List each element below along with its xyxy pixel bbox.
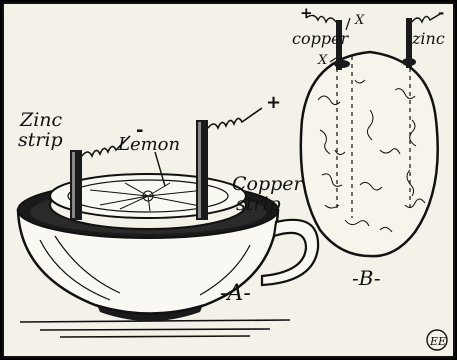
caption-a: -A- (220, 281, 251, 306)
lemon-label: Lemon (117, 134, 180, 155)
zinc-label-line2: strip (18, 129, 63, 151)
b-zinc-wire (412, 14, 440, 22)
b-x-label-left: X (317, 53, 328, 68)
zinc-strip (70, 150, 82, 220)
copper-plus-sign: + (266, 92, 281, 113)
zinc-strip-highlight (72, 152, 75, 218)
zinc-label-line1: Zinc (19, 109, 63, 131)
b-zinc-slot (402, 58, 416, 66)
b-plus-sign: + (300, 4, 313, 22)
copper-strip (196, 120, 208, 220)
b-copper-slot (334, 60, 350, 68)
signature-text: EE (429, 335, 446, 348)
b-zinc-label: zinc (411, 29, 445, 48)
b-x-label-top: X (354, 13, 365, 28)
b-minus-sign: - (438, 4, 444, 22)
artist-signature: EE (427, 330, 447, 350)
copper-strip-highlight (198, 122, 201, 218)
saucer-lines (20, 320, 290, 337)
zinc-minus-sign: - (136, 120, 143, 141)
caption-b: -B- (352, 266, 381, 290)
copper-label-line2: strip (236, 193, 281, 215)
b-copper-label: copper (292, 29, 350, 48)
copper-wire (208, 108, 262, 128)
copper-label-line1: Copper (232, 173, 305, 195)
figure-a: Zinc strip Lemon Copper strip - + -A- (18, 92, 318, 337)
